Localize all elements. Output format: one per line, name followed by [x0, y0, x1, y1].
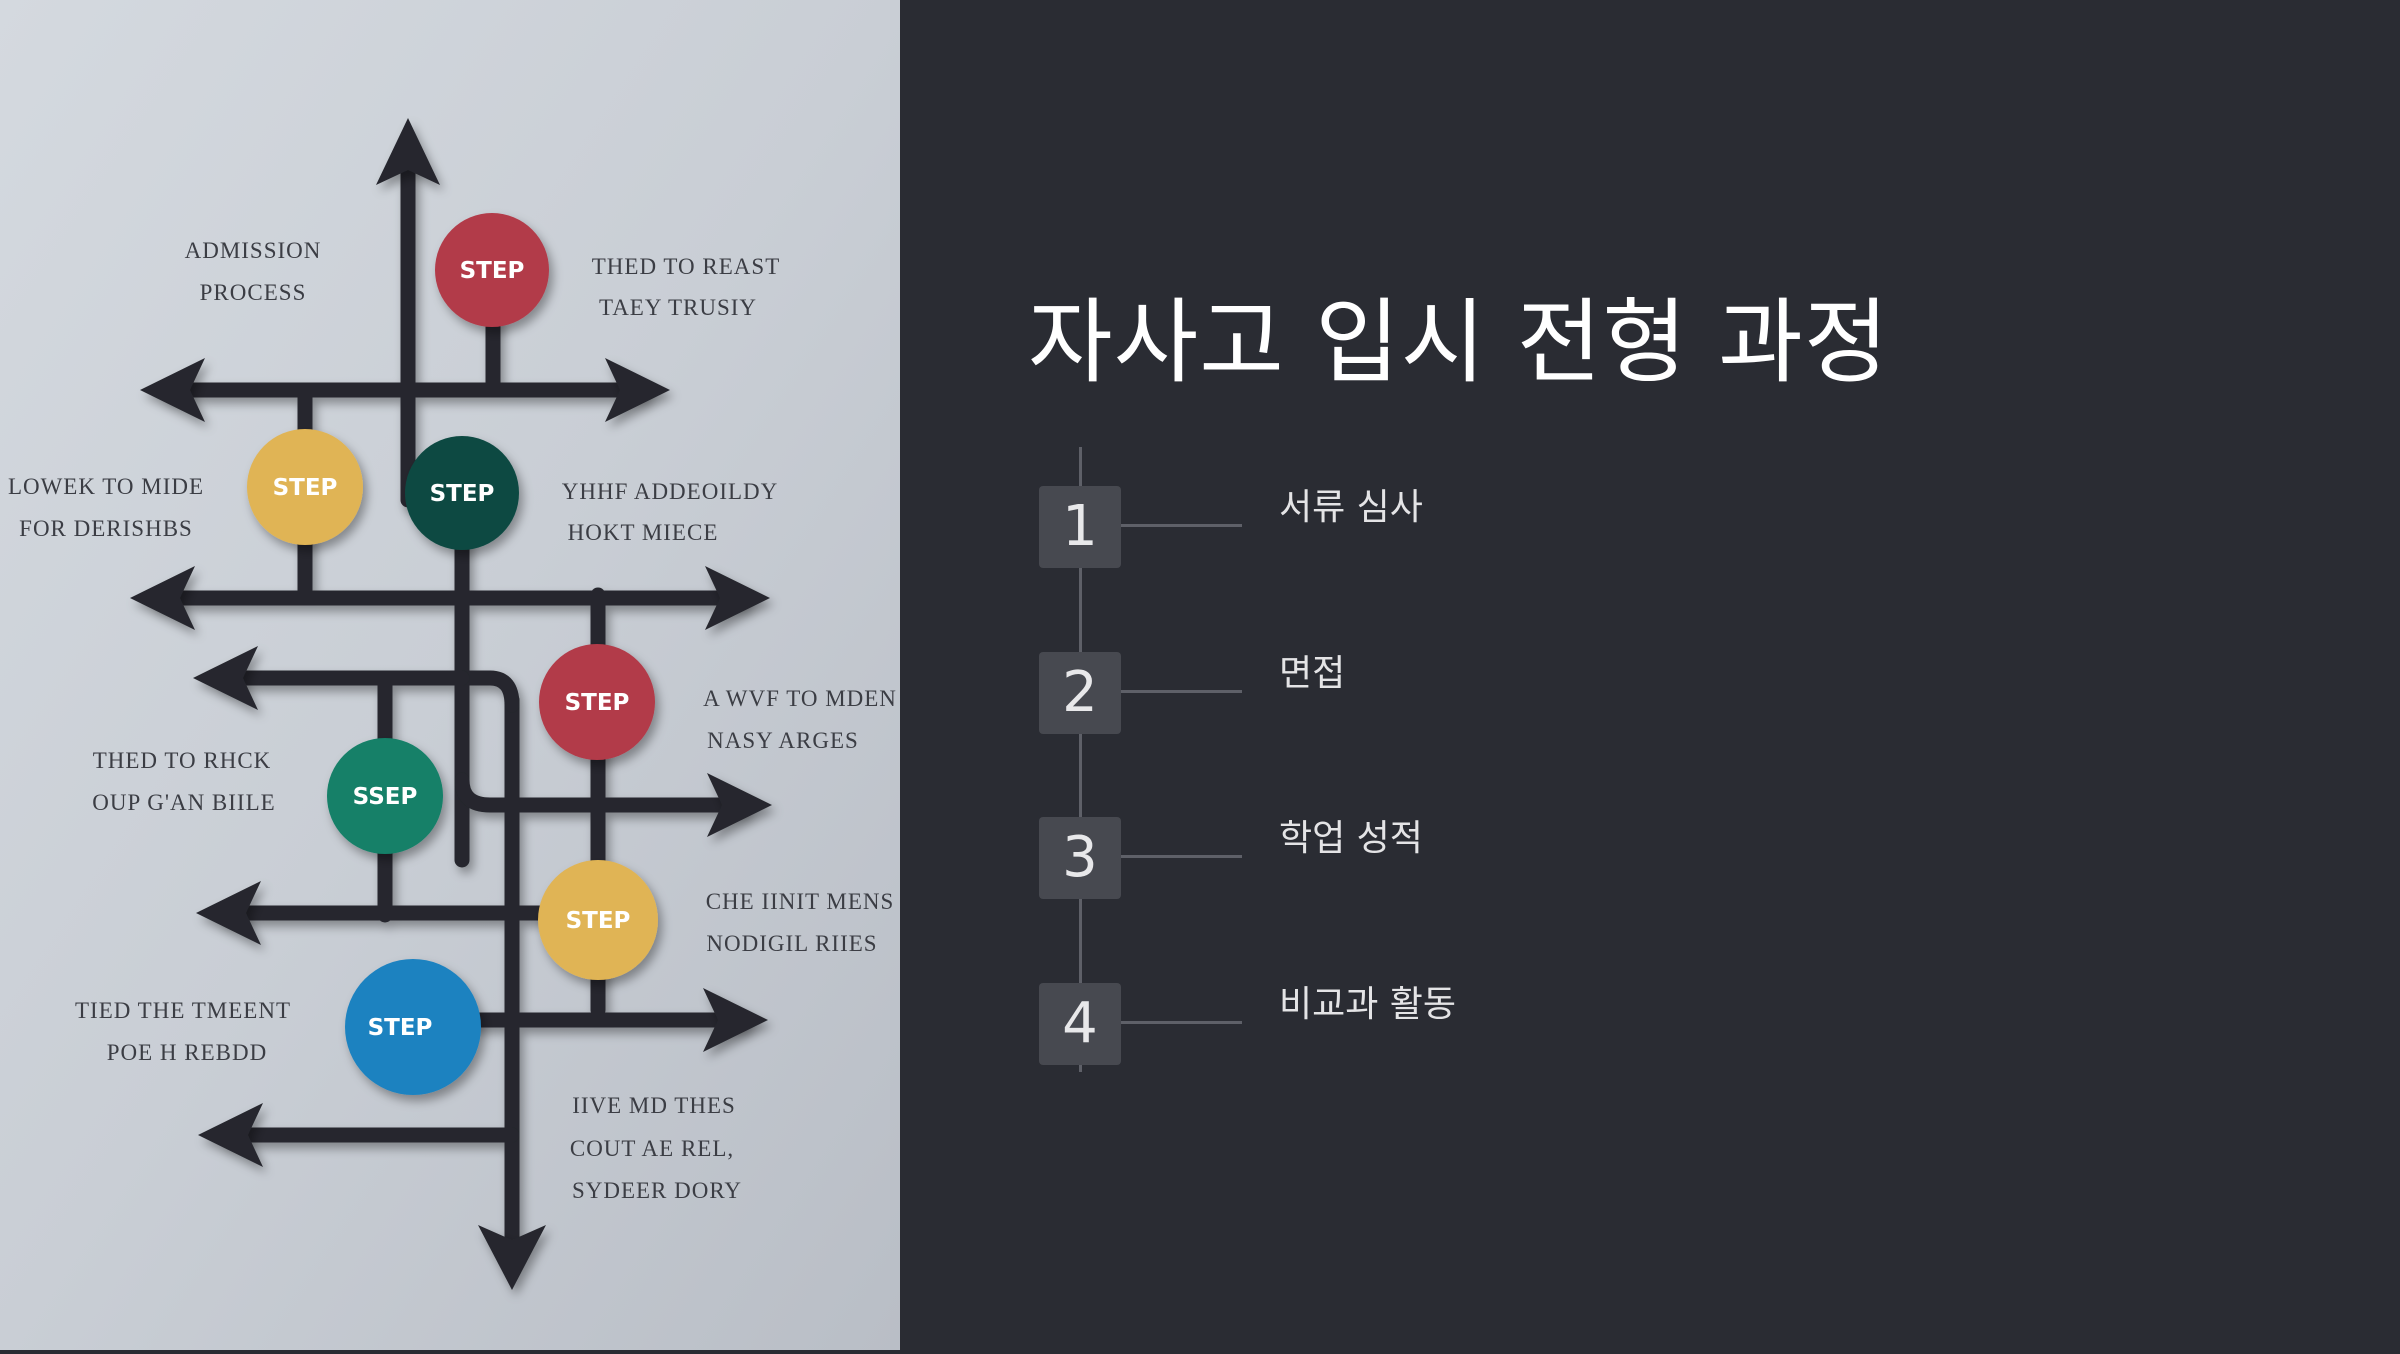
- step-marker-4-text: STEP: [565, 690, 630, 716]
- timeline-step-1: 1 서류 심사: [900, 486, 1600, 576]
- diagram-label-4a: YHHF ADDEOILDY: [562, 479, 779, 504]
- content-panel: 자사고 입시 전형 과정 1 서류 심사 2 면접 3 학업 성적 4 비교과 …: [900, 0, 2400, 1350]
- step-marker-5: [327, 738, 443, 854]
- arrow-diagram: STEP STEP STEP STEP SSEP STEP STEP ADMIS…: [0, 0, 900, 1350]
- arrowhead-left-3: [193, 646, 258, 710]
- diagram-label-2a: THED TO REAST: [592, 254, 781, 279]
- step-label: 학업 성적: [1279, 818, 1423, 859]
- arrowhead-up: [376, 118, 440, 185]
- diagram-label-7b: NODIGIL RIIES: [706, 931, 877, 956]
- page-title: 자사고 입시 전형 과정: [1028, 289, 1890, 396]
- diagram-label-8a: TIED THE TMEENT: [75, 998, 291, 1023]
- arrowhead-right-2: [705, 566, 770, 630]
- step-marker-3: [405, 436, 519, 550]
- curve-connector-left: [454, 772, 748, 813]
- step-connector: [1121, 1021, 1242, 1024]
- arrowhead-left-4: [196, 881, 261, 945]
- arrowhead-right-1: [605, 358, 670, 422]
- step-marker-6: [538, 860, 658, 980]
- arrow-heads: [130, 118, 772, 1290]
- step-connector: [1121, 524, 1242, 527]
- diagram-label-1b: PROCESS: [200, 280, 307, 305]
- arrowhead-left-1: [140, 358, 205, 422]
- diagram-label-7a: CHE IINIT MENS: [706, 889, 895, 914]
- step-number-box: 3: [1039, 817, 1121, 899]
- step-number-box: 4: [1039, 983, 1121, 1065]
- diagram-label-3a: LOWEK TO MIDE: [8, 474, 204, 499]
- diagram-label-4b: HOKT MIECE: [568, 520, 719, 545]
- timeline-step-3: 3 학업 성적: [900, 817, 1600, 907]
- arrowhead-down: [478, 1225, 546, 1290]
- step-marker-7: [345, 959, 481, 1095]
- diagram-label-3b: FOR DERISHBS: [19, 516, 193, 541]
- diagram-label-5a: A WVF TO MDEN: [703, 686, 897, 711]
- step-marker-3-text: STEP: [430, 481, 495, 507]
- diagram-label-9b: COUT AE REL,: [570, 1136, 734, 1161]
- arrowhead-left-2: [130, 566, 195, 630]
- step-label: 서류 심사: [1279, 487, 1423, 528]
- arrowhead-left-6: [198, 1103, 263, 1167]
- step-markers: [247, 213, 658, 1095]
- step-label: 비교과 활동: [1279, 984, 1457, 1025]
- step-connector: [1121, 855, 1242, 858]
- diagram-label-9c: SYDEER DORY: [572, 1178, 742, 1203]
- curve-connector: [454, 670, 520, 713]
- diagram-label-9a: IIVE MD THES: [572, 1093, 736, 1118]
- step-marker-1: [435, 213, 549, 327]
- diagram-label-6a: THED TO RHCK: [93, 748, 272, 773]
- timeline-step-4: 4 비교과 활동: [900, 983, 1600, 1073]
- step-connector: [1121, 690, 1242, 693]
- diagram-label-2b: TAEY TRUSIY: [599, 295, 757, 320]
- arrowhead-right-5: [703, 988, 768, 1052]
- step-label: 면접: [1279, 653, 1346, 694]
- timeline-line: [1079, 447, 1082, 1072]
- admission-diagram-illustration: STEP STEP STEP STEP SSEP STEP STEP ADMIS…: [0, 0, 900, 1350]
- step-marker-1-text: STEP: [460, 258, 525, 284]
- diagram-label-5b: NASY ARGES: [707, 728, 859, 753]
- step-marker-7-text: STEP: [368, 1015, 433, 1041]
- step-marker-6-text: STEP: [566, 908, 631, 934]
- step-marker-2-text: STEP: [273, 475, 338, 501]
- step-marker-4: [539, 644, 655, 760]
- diagram-labels: ADMISSION PROCESS THED TO REAST TAEY TRU…: [8, 238, 897, 1203]
- step-number-box: 2: [1039, 652, 1121, 734]
- arrowhead-right-3: [707, 773, 772, 837]
- diagram-label-1a: ADMISSION: [185, 238, 322, 263]
- step-marker-texts: STEP STEP STEP STEP SSEP STEP STEP: [273, 258, 631, 1041]
- diagram-label-6b: OUP G'AN BIILE: [92, 790, 275, 815]
- diagram-label-8b: POE H REBDD: [107, 1040, 268, 1065]
- step-number-box: 1: [1039, 486, 1121, 568]
- step-marker-5-text: SSEP: [353, 784, 418, 810]
- timeline-step-2: 2 면접: [900, 652, 1600, 742]
- step-marker-2: [247, 429, 363, 545]
